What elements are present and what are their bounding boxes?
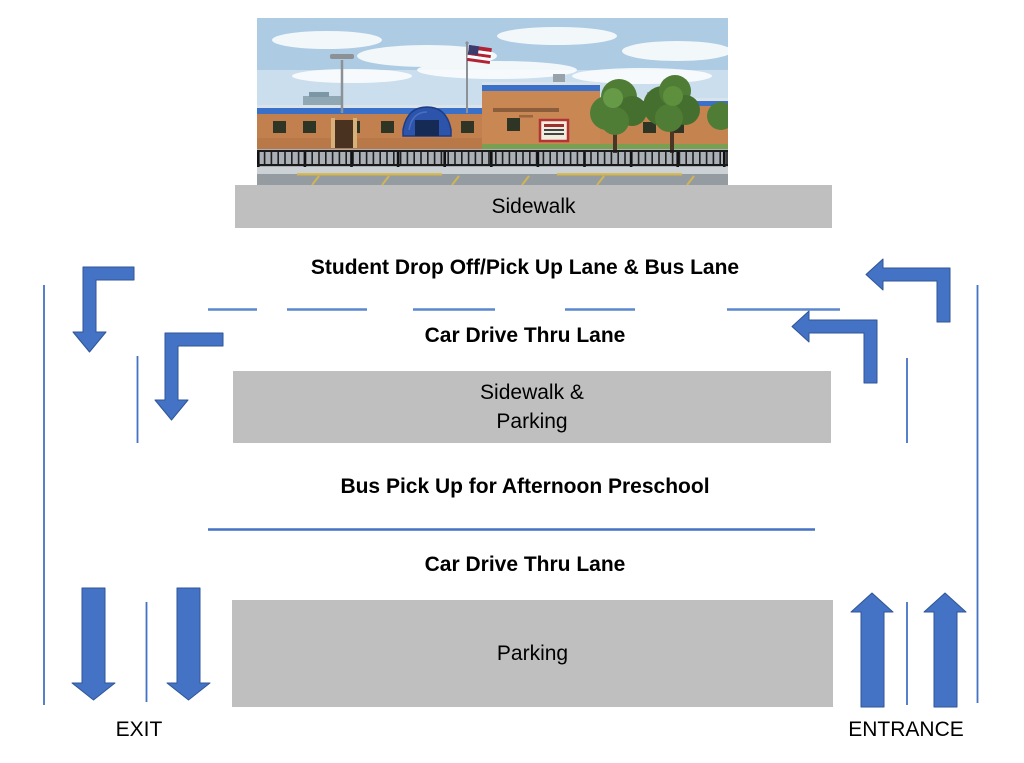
fence (257, 150, 728, 167)
zone-sidewalk-parking-line1: Sidewalk & (480, 381, 584, 404)
school-photo (257, 18, 728, 185)
zone-sidewalk: Sidewalk (235, 185, 832, 228)
trees (590, 75, 728, 153)
zone-sidewalk-label: Sidewalk (491, 195, 576, 218)
flag-icon (465, 41, 492, 113)
label-student-dropoff-lane: Student Drop Off/Pick Up Lane & Bus Lane (310, 256, 740, 279)
parking-lines (311, 175, 695, 185)
bent-arrow-down-icon-left-1 (72, 266, 135, 353)
exit-label: EXIT (115, 718, 163, 741)
straight-arrow-up-icon-entrance-2 (923, 592, 967, 708)
label-car-drive-thru-lane-bottom: Car Drive Thru Lane (424, 553, 626, 576)
entrance-label: ENTRANCE (848, 718, 964, 741)
straight-arrow-down-icon-exit-1 (71, 587, 116, 701)
label-bus-pickup-preschool: Bus Pick Up for Afternoon Preschool (340, 475, 710, 498)
entrance-awning (402, 106, 452, 137)
zone-parking-label: Parking (496, 642, 569, 665)
lamp-post-icon (330, 54, 354, 113)
label-car-drive-thru-lane-top: Car Drive Thru Lane (424, 324, 626, 347)
straight-arrow-down-icon-exit-2 (166, 587, 211, 701)
bent-arrow-down-icon-left-2 (154, 332, 224, 421)
zone-parking: Parking (232, 600, 833, 707)
zone-sidewalk-parking-line2: Parking (496, 410, 568, 433)
straight-arrow-up-icon-entrance-1 (850, 592, 894, 708)
bent-arrow-left-icon-right-1 (865, 258, 951, 323)
zone-sidewalk-parking: Sidewalk & Parking (233, 371, 831, 443)
